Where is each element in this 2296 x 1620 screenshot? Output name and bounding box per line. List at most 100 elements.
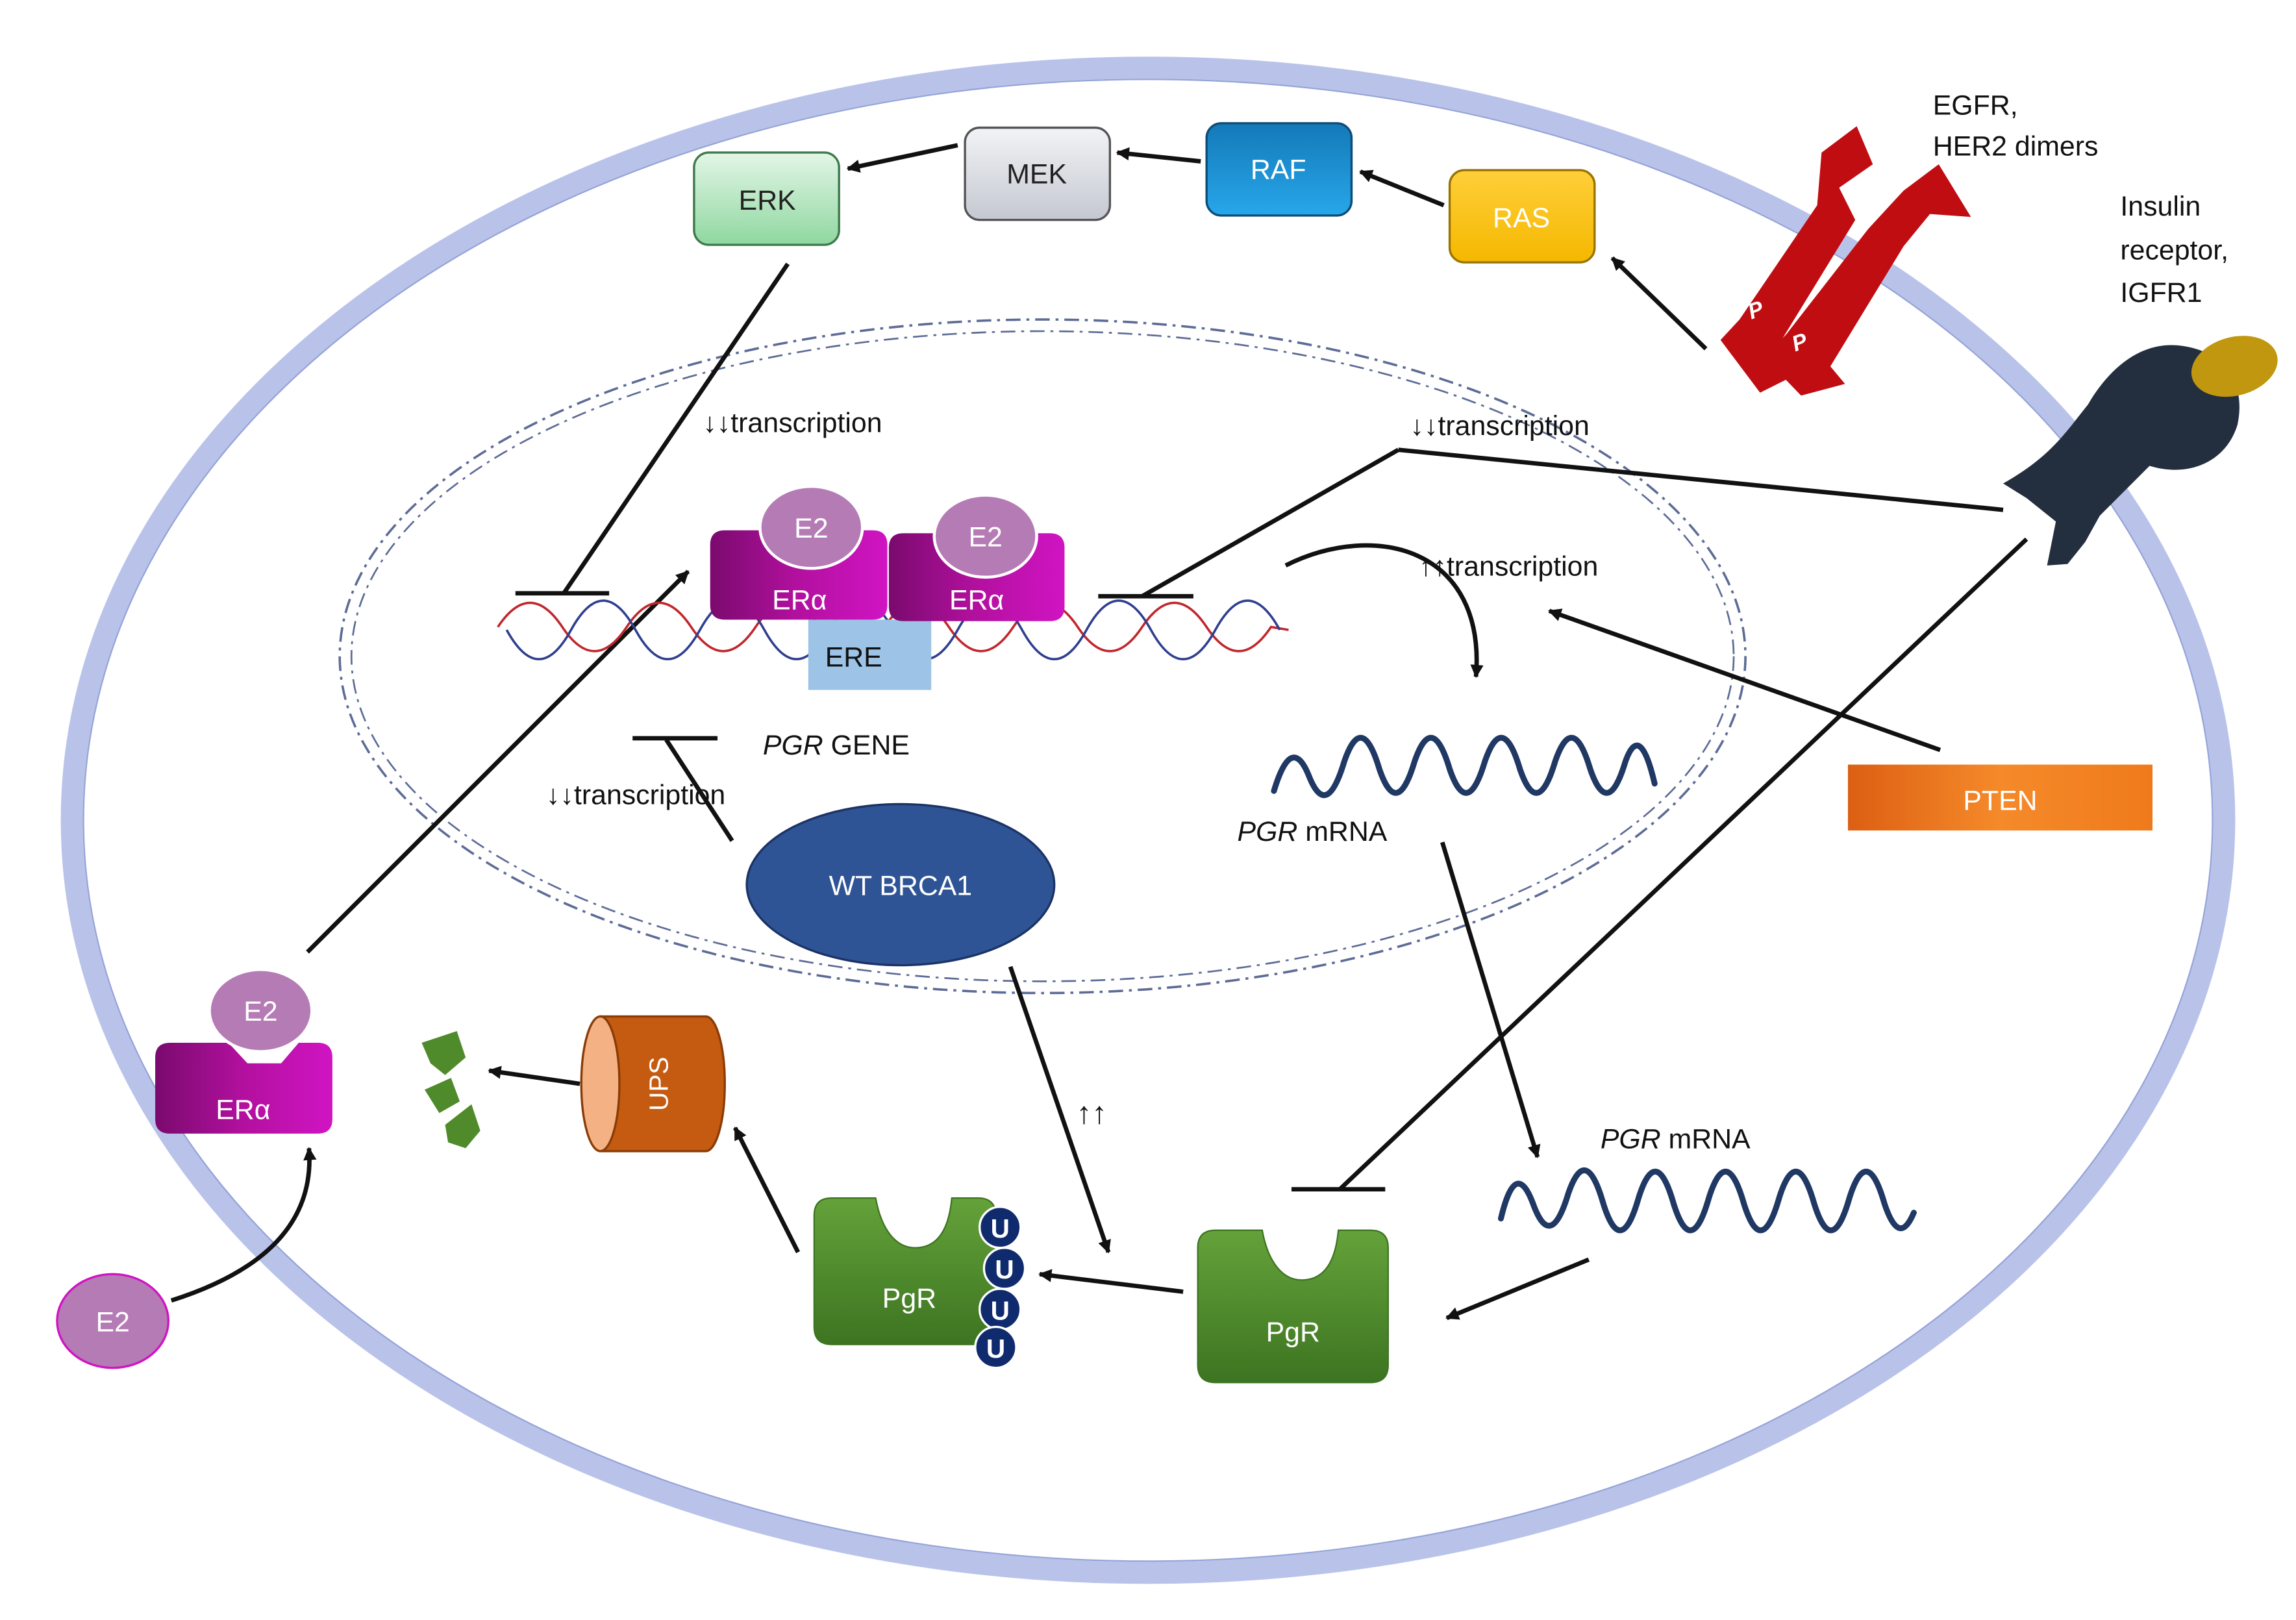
- ubiquitin-2-label: U: [995, 1254, 1014, 1284]
- era-label-left: ERα: [772, 585, 827, 616]
- egfr-caption: EGFR, HER2 dimers: [1933, 90, 2099, 162]
- insulin-caption-line-1: Insulin: [2120, 191, 2201, 222]
- edge-egfr-to-ras: [1610, 256, 1708, 351]
- raf-label: RAF: [1251, 155, 1306, 186]
- ups-proteasome: UPS: [580, 1015, 726, 1153]
- ubiquitin-4-label: U: [986, 1334, 1005, 1364]
- edge-e2-binding: [170, 1147, 317, 1303]
- edge-pgr-ubiquitination: [1038, 1269, 1184, 1294]
- ere-box: [808, 619, 932, 690]
- e2-extracellular: E2: [56, 1273, 170, 1369]
- pgr-gene-italic: PGR: [763, 730, 823, 761]
- edge-erk-inhibits-transcription: [562, 262, 790, 595]
- ere-label: ERE: [825, 642, 882, 673]
- pgr-free-body: [1197, 1229, 1389, 1384]
- pgr-mrna-nuclear-rest: mRNA: [1297, 816, 1387, 847]
- pgr-mrna-nuclear-label: PGR mRNA: [1238, 816, 1388, 847]
- ras-label: RAS: [1493, 203, 1550, 234]
- nucleus-inner: [350, 330, 1735, 982]
- edge-era-translocation: [306, 569, 690, 954]
- transcription-down-erk: ↓↓transcription: [703, 408, 882, 439]
- pten-shape: [1847, 764, 2152, 831]
- egfr-caption-line-1: EGFR,: [1933, 90, 2018, 121]
- era-dimer-right: E2 ERα: [888, 493, 1065, 621]
- degraded-fragment-2: [424, 1078, 460, 1114]
- transcription-down-insulin: ↓↓transcription: [1410, 410, 1590, 442]
- pgr-mrna-cytoplasmic-italic: PGR: [1601, 1123, 1661, 1154]
- pgr-free-label: PgR: [1266, 1317, 1320, 1348]
- brca1-node: WT BRCA1: [745, 803, 1056, 967]
- insulin-receptor-body: [2003, 345, 2240, 566]
- pten-label: PTEN: [1963, 786, 2037, 817]
- cell-membrane-inner-edge: [82, 79, 2214, 1562]
- pgr-mrna-cytoplasmic-label: PGR mRNA: [1601, 1123, 1751, 1154]
- pgr-mrna-cytoplasmic: [1497, 1167, 1917, 1234]
- ubiquitin-3-label: U: [991, 1295, 1010, 1325]
- degraded-fragment-3: [445, 1104, 480, 1149]
- pgr-gene-label: PGR GENE: [763, 730, 910, 761]
- transcription-up-pten: ↑↑transcription: [1419, 551, 1598, 582]
- brca1-label: WT BRCA1: [829, 870, 973, 901]
- era-dimer-left: E2 ERα: [710, 484, 888, 620]
- edge-ras-to-raf: [1359, 169, 1445, 208]
- era-cytoplasmic-label: ERα: [216, 1094, 270, 1125]
- edge-mek-to-erk: [846, 143, 958, 173]
- cell-membrane: [60, 56, 2236, 1584]
- edge-mrna-translation: [1445, 1257, 1590, 1321]
- insulin-receptor: [2003, 336, 2278, 566]
- e2-label-right: E2: [968, 522, 1002, 553]
- era-cytoplasmic: E2 ERα: [155, 968, 332, 1134]
- edge-insulin-inhibits-pgr: [1338, 537, 2028, 1191]
- e2-label-left: E2: [794, 513, 828, 544]
- e2-extracellular-shape: [56, 1273, 170, 1369]
- ras-node: RAS: [1448, 169, 1596, 264]
- ups-opening: [580, 1015, 621, 1153]
- egfr-receptor-1: [1720, 126, 1873, 393]
- edge-brca1-to-pgr: [1008, 966, 1111, 1254]
- pgr-gene-rest: GENE: [823, 730, 910, 761]
- pgr-mrna-nuclear-italic: PGR: [1238, 816, 1298, 847]
- egfr-her2-dimer: P P: [1720, 126, 1971, 396]
- raf-node: RAF: [1205, 122, 1353, 217]
- pten-node: PTEN: [1847, 764, 2152, 831]
- e2-extracellular-label: E2: [95, 1306, 129, 1338]
- e2-cytoplasmic-bound-label: E2: [243, 996, 277, 1027]
- pgr-ubiquitinated-body: [813, 1197, 997, 1345]
- ubiquitin-4: [974, 1325, 1017, 1369]
- edge-pten-upregulates-transcription: [1547, 608, 1941, 753]
- era-label-right: ERα: [949, 585, 1004, 616]
- pgr-ubiquitinated: PgR U U U U: [813, 1197, 1027, 1369]
- era-cytoplasmic-body: [155, 1043, 332, 1134]
- e2-cytoplasmic-bound: [208, 968, 314, 1053]
- insulin-ligand: [2191, 336, 2278, 397]
- edge-insulin-inhibits-transcription-b: [1141, 447, 1400, 599]
- insulin-caption: Insulin receptor, IGFR1: [2120, 191, 2236, 308]
- e2-ligand-right: [932, 493, 1038, 579]
- edge-raf-to-mek: [1116, 147, 1201, 164]
- pgr-mrna-cytoplasmic-rest: mRNA: [1661, 1123, 1751, 1154]
- ubiquitin-1-label: U: [991, 1214, 1010, 1243]
- transcription-down-brca1: ↓↓transcription: [546, 779, 725, 810]
- edge-insulin-inhibits-transcription-a: [1398, 447, 2004, 512]
- edge-brca1-inhibits-transcription: [664, 738, 734, 842]
- mek-label: MEK: [1006, 158, 1067, 190]
- insulin-caption-line-2: receptor,: [2120, 235, 2228, 266]
- erk-node: ERK: [693, 151, 840, 246]
- edge-pgr-to-ups: [733, 1127, 801, 1254]
- brca1-up-arrows: ↑↑: [1077, 1096, 1107, 1130]
- e2-ligand-left: [758, 484, 864, 570]
- pgr-free: PgR: [1197, 1229, 1389, 1384]
- egfr-receptor-2: [1764, 164, 1971, 396]
- mek-node: MEK: [964, 126, 1112, 221]
- erk-label: ERK: [739, 185, 796, 216]
- ups-body: [599, 1015, 726, 1153]
- pgr-ubiquitinated-label: PgR: [882, 1283, 936, 1314]
- edge-ups-degradation: [488, 1065, 580, 1086]
- insulin-caption-line-3: IGFR1: [2120, 277, 2202, 308]
- brca1-shape: [745, 803, 1056, 967]
- egfr-caption-line-2: HER2 dimers: [1933, 131, 2099, 162]
- edge-mrna-export: [1440, 841, 1541, 1158]
- degraded-fragment-1: [421, 1031, 466, 1075]
- nucleus-outer: [338, 318, 1747, 995]
